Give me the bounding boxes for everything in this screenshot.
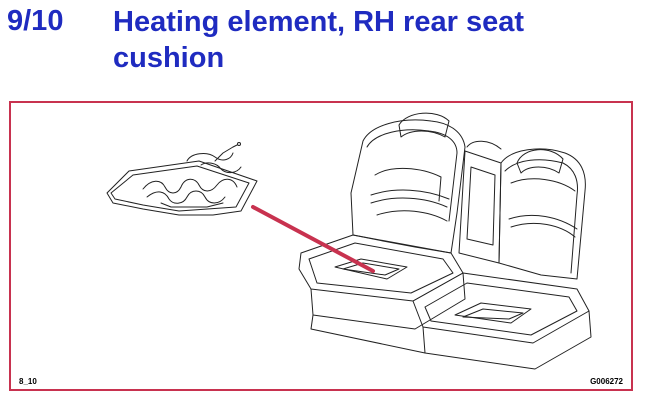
page-title: Heating element, RH rear seat cushion (113, 6, 524, 74)
figure-reference-left: 8_10 (19, 377, 37, 386)
illustration-frame: 8_10 G006272 (9, 101, 633, 391)
rear-seat-assembly (298, 112, 592, 370)
pointer-line (251, 205, 375, 273)
heating-element-pad (106, 142, 258, 216)
seat-diagram (106, 112, 592, 370)
figure-reference-right: G006272 (590, 377, 623, 386)
step-number: 9/10 (7, 5, 64, 37)
